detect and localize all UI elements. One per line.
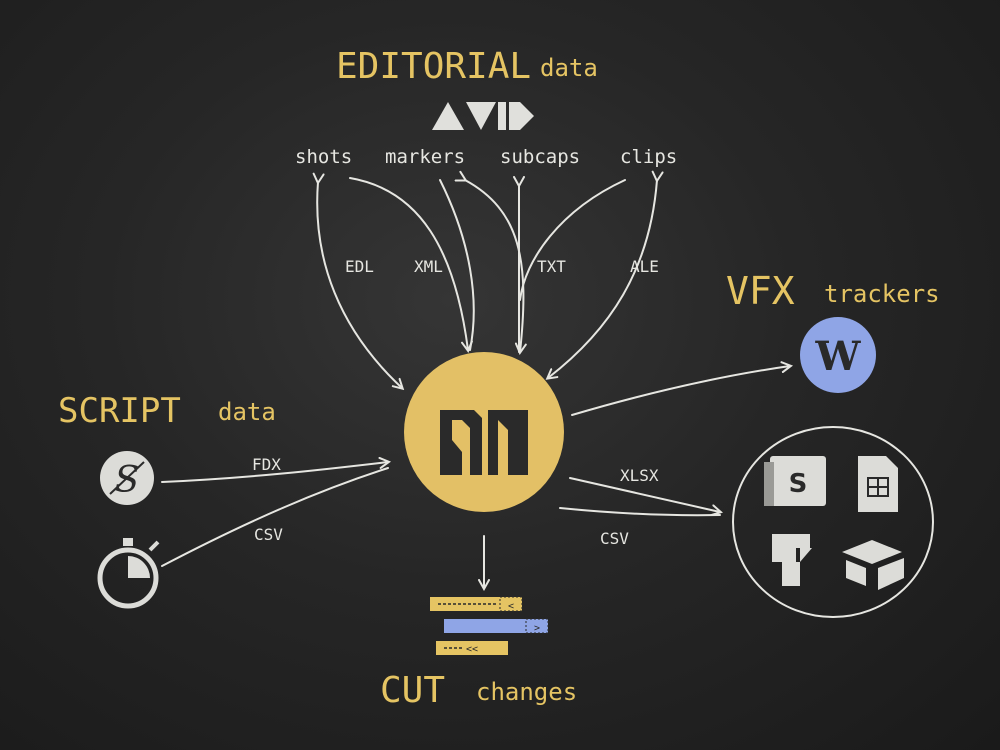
svg-text:S: S <box>115 460 140 501</box>
airtable-icon <box>842 540 904 590</box>
script-subtitle: data <box>218 398 276 426</box>
vfx-formats: XLSX CSV <box>600 466 659 548</box>
format-xlsx: XLSX <box>620 466 659 485</box>
svg-text:<<: << <box>466 644 478 655</box>
tools-group: S <box>732 426 934 618</box>
arrow-to-wrike <box>571 366 790 416</box>
avid-logo <box>432 102 534 130</box>
wrike-letter: W <box>815 333 862 380</box>
editorial-heading: EDITORIAL data <box>336 46 598 87</box>
hub-out-arrows <box>484 366 790 588</box>
format-txt: TXT <box>537 257 566 276</box>
svg-text:<: < <box>508 601 514 612</box>
format-edl: EDL <box>345 257 374 276</box>
editorial-title: EDITORIAL <box>336 46 531 87</box>
editorial-arrows <box>317 178 657 388</box>
format-csv-script: CSV <box>254 525 283 544</box>
vfx-heading: VFX trackers <box>726 269 940 313</box>
editorial-formats: EDL XML TXT ALE <box>345 257 659 276</box>
stopwatch-icon <box>97 538 160 609</box>
editorial-item-markers: markers <box>385 146 465 168</box>
script-heading: SCRIPT data <box>58 391 276 431</box>
svg-text:>: > <box>534 623 540 634</box>
google-sheets-icon <box>858 456 898 512</box>
arrow-csv-script <box>161 467 389 567</box>
format-xml: XML <box>414 257 443 276</box>
arrow-fdx <box>161 462 388 483</box>
cut-subtitle: changes <box>476 678 577 706</box>
format-fdx: FDX <box>252 455 281 474</box>
cut-bars: < > << <box>430 596 549 655</box>
arrow-markers-line <box>439 179 475 351</box>
cut-bar-1: < <box>430 596 523 612</box>
cut-heading: CUT changes <box>380 670 577 711</box>
script-title: SCRIPT <box>58 391 181 431</box>
cut-bar-2: > <box>444 618 549 634</box>
editorial-items: shots markers subcaps clips <box>295 146 677 168</box>
smartsheet-letter: S <box>789 469 808 499</box>
arrow-csv-vfx <box>559 507 721 517</box>
script-arrows <box>161 462 389 567</box>
editorial-item-shots: shots <box>295 146 352 168</box>
vfx-subtitle: trackers <box>824 280 940 308</box>
arrow-clips-line <box>519 179 626 301</box>
cut-title: CUT <box>380 670 445 711</box>
final-draft-icon: S <box>100 451 154 505</box>
script-formats: FDX CSV <box>252 455 283 544</box>
smartsheet-icon: S <box>764 456 826 506</box>
cut-bar-3: << <box>436 641 508 655</box>
format-csv-vfx: CSV <box>600 529 629 548</box>
arrow-shots-edl <box>317 182 402 388</box>
arrow-clips-ale <box>548 180 657 378</box>
editorial-item-clips: clips <box>620 146 677 168</box>
vfx-title: VFX <box>726 269 795 313</box>
ftrack-icon <box>772 534 812 586</box>
wrike-icon: W <box>800 317 876 393</box>
arrow-markers-txt <box>465 180 523 352</box>
hub-logo-icon <box>404 352 564 512</box>
editorial-subtitle: data <box>540 54 598 82</box>
arrow-xlsx <box>569 477 720 512</box>
editorial-item-subcaps: subcaps <box>500 146 580 168</box>
